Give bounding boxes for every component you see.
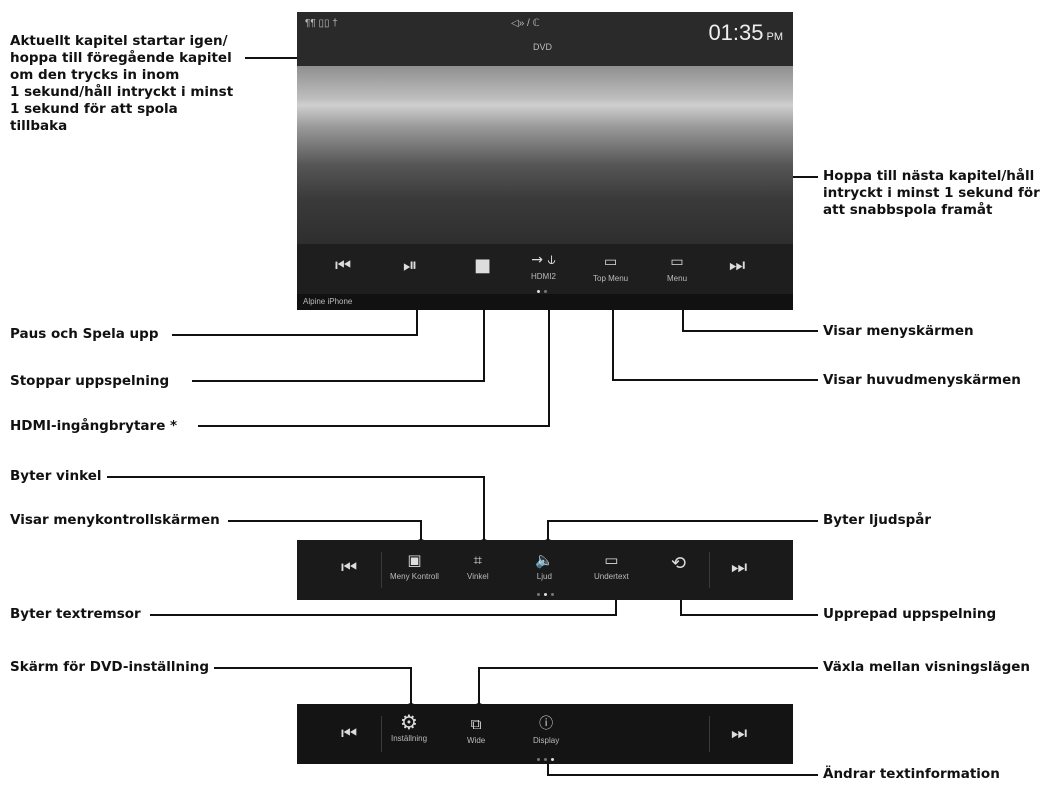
annotation-repeat: Upprepad uppspelning: [823, 606, 997, 622]
skip-back-icon: ⏮: [335, 255, 352, 276]
wide-label: Wide: [467, 736, 486, 745]
volume-status: ◁» / ℂ: [511, 18, 540, 29]
control-bar: ⏮ ⏯ ■ → ⫝ HDMI2 ▭ Top Menu ▭ Menu ⏭: [297, 244, 793, 294]
settings-button[interactable]: ⚙Inställning: [391, 712, 427, 743]
separator: [381, 552, 382, 588]
speaker-icon: 🔈: [535, 551, 554, 569]
page-indicator: [537, 290, 547, 293]
status-icons: ¶¶ ▯▯ †: [305, 18, 338, 29]
annotation-menu-control: Visar menykontrollskärmen: [10, 512, 220, 528]
skip-back-icon: ⏮: [341, 557, 358, 578]
annotation-angle: Byter vinkel: [10, 468, 102, 484]
audio-label: Ljud: [536, 572, 552, 581]
repeat-button[interactable]: ⟲: [671, 554, 686, 574]
settings-label: Inställning: [391, 734, 428, 743]
control-bar-2: ⏮ ▣ Meny Kontroll ⌗ Vinkel 🔈 Ljud ▭ Undertex…: [297, 540, 793, 600]
next-chapter-button-2[interactable]: ⏭: [731, 558, 747, 578]
play-pause-button[interactable]: ⏯: [403, 256, 417, 276]
stop-icon: ■: [474, 255, 492, 276]
page-indicator: [537, 593, 554, 596]
next-chapter-button-3[interactable]: ⏭: [731, 724, 747, 744]
angle-label: Vinkel: [467, 572, 489, 581]
camera-icon: ⌗: [473, 551, 483, 569]
separator: [709, 716, 710, 752]
video-area[interactable]: [297, 66, 793, 244]
source-label: DVD: [533, 42, 553, 52]
skip-forward-icon: ⏭: [731, 557, 748, 578]
display-label: Display: [533, 736, 560, 745]
top-menu-button[interactable]: ▭ Top Menu: [593, 252, 628, 283]
skip-forward-icon: ⏭: [731, 723, 748, 744]
annotation-audio: Byter ljudspår: [823, 512, 932, 528]
hdmi-switch-button[interactable]: → ⫝ HDMI2: [531, 250, 556, 281]
play-pause-icon: ⏯: [403, 255, 418, 276]
annotation-subtitle: Byter textremsor: [10, 606, 141, 622]
page-indicator: [537, 758, 554, 761]
top-menu-icon: ▭: [603, 254, 618, 270]
annotation-hdmi: HDMI-ingångbrytare *: [10, 418, 178, 434]
next-chapter-button[interactable]: ⏭: [729, 256, 745, 276]
annotation-menu: Visar menyskärmen: [823, 323, 974, 339]
menu-icon: ▭: [670, 254, 684, 270]
subtitle-button[interactable]: ▭ Undertext: [594, 550, 629, 581]
annotation-play-pause: Paus och Spela upp: [10, 326, 159, 342]
source-bar: Alpine iPhone: [297, 294, 793, 310]
wide-button[interactable]: ⧉ Wide: [467, 714, 485, 745]
hdmi-label: HDMI2: [531, 272, 556, 281]
prev-chapter-button-2[interactable]: ⏮: [341, 558, 357, 578]
annotation-prev-chapter: Aktuellt kapitel startar igen/ hoppa til…: [10, 33, 234, 134]
wide-mode-icon: ⧉: [470, 715, 482, 733]
source-bar-label: Alpine iPhone: [303, 297, 353, 306]
audio-button[interactable]: 🔈 Ljud: [535, 550, 554, 581]
annotation-dvd-setup: Skärm för DVD-inställning: [10, 659, 210, 675]
angle-button[interactable]: ⌗ Vinkel: [467, 550, 489, 581]
info-icon: ⓘ: [539, 716, 554, 732]
menu-control-button[interactable]: ▣ Meny Kontroll: [390, 550, 439, 581]
prev-chapter-button[interactable]: ⏮: [335, 256, 351, 276]
skip-forward-icon: ⏭: [729, 255, 746, 276]
skip-back-icon: ⏮: [341, 723, 358, 744]
subtitle-icon: ▭: [604, 551, 619, 569]
annotation-text-info: Ändrar textinformation: [823, 766, 1000, 782]
repeat-icon: ⟲: [671, 553, 687, 574]
menu-control-icon: ▣: [407, 551, 422, 569]
menu-button[interactable]: ▭ Menu: [667, 252, 687, 283]
stop-button[interactable]: ■: [474, 256, 491, 276]
annotation-stop: Stoppar uppspelning: [10, 373, 170, 389]
separator: [709, 552, 710, 588]
menu-label: Menu: [667, 274, 688, 283]
subtitle-label: Undertext: [594, 572, 629, 581]
top-menu-label: Top Menu: [593, 274, 629, 283]
annotation-view-mode: Växla mellan visningslägen: [823, 659, 1031, 675]
annotation-next-chapter: Hoppa till nästa kapitel/håll intryckt i…: [823, 168, 1040, 218]
annotation-top-menu: Visar huvudmenyskärmen: [823, 372, 1021, 388]
prev-chapter-button-3[interactable]: ⏮: [341, 724, 357, 744]
gear-icon: ⚙: [400, 710, 418, 734]
menu-control-label: Meny Kontroll: [390, 572, 439, 581]
hdmi-icon: → ⫝: [531, 252, 556, 268]
separator: [381, 716, 382, 752]
